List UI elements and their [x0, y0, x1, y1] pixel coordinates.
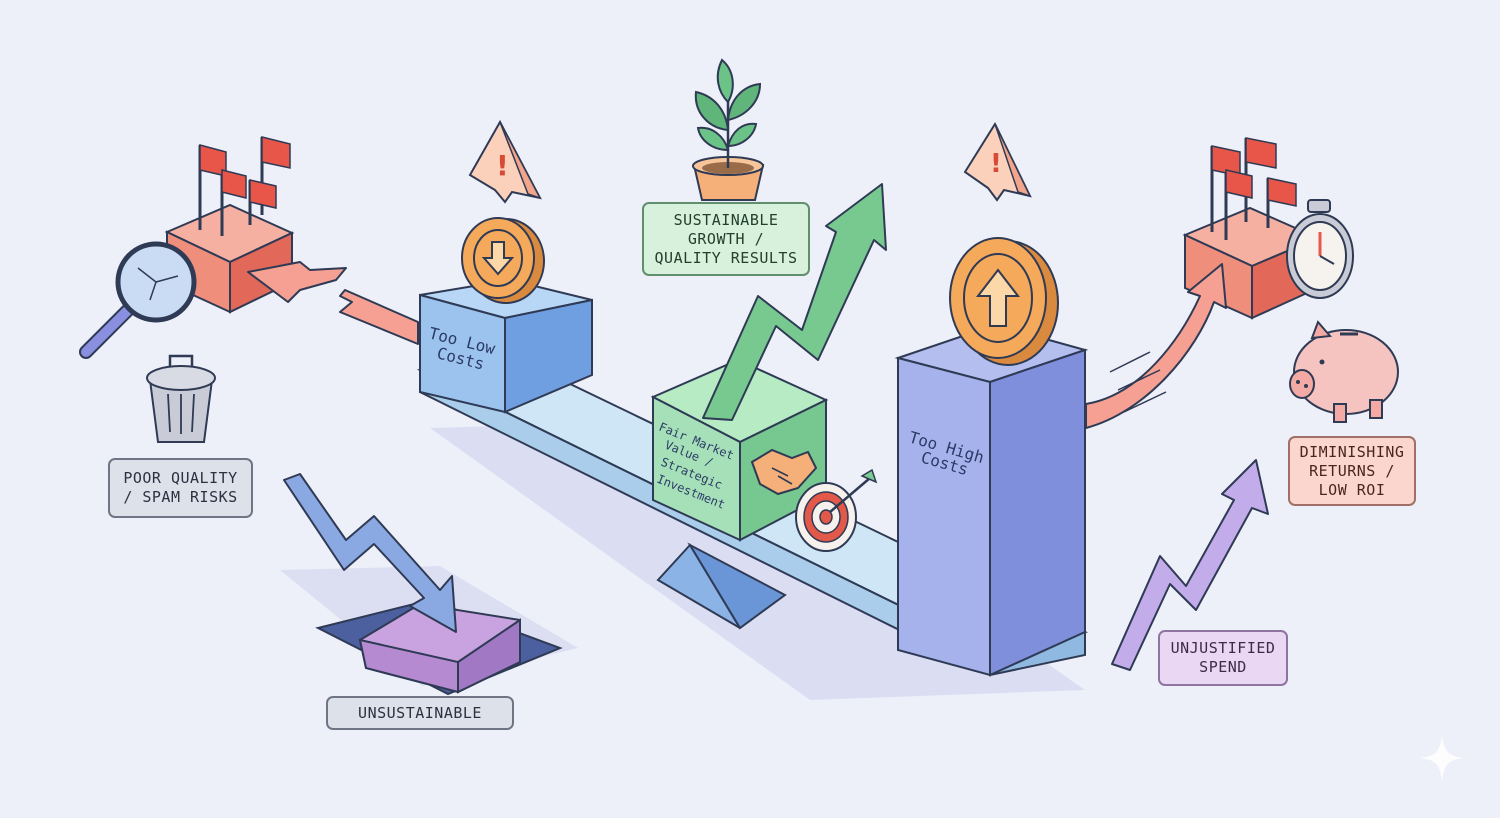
poor-quality-label: POOR QUALITY / SPAM RISKS	[108, 458, 253, 518]
svg-text:!: !	[990, 149, 1002, 179]
target-icon	[795, 468, 878, 552]
fair-market-block: Fair Market Value / Strategic Investment	[650, 358, 829, 542]
decline-arrow	[283, 473, 457, 633]
flag-icon	[1267, 177, 1297, 207]
trash-icon	[146, 354, 216, 443]
plant-icon	[692, 58, 765, 201]
spend-arrow	[1111, 459, 1269, 671]
coin-down-icon	[461, 217, 545, 304]
handshake-icon	[750, 448, 818, 496]
sustainable-growth-label: SUSTAINABLE GROWTH / QUALITY RESULTS	[642, 202, 810, 276]
broken-arrow-left	[247, 261, 419, 345]
flag-icon	[221, 169, 247, 199]
sparkle-icon	[1420, 734, 1464, 782]
piggy-bank-icon	[1289, 320, 1399, 423]
stopwatch-icon	[1286, 199, 1354, 299]
fulcrum	[656, 542, 787, 630]
magnifier-icon	[79, 241, 197, 359]
too-high-block: Too High Costs	[894, 323, 1089, 677]
poor-quality-text: POOR QUALITY / SPAM RISKS	[123, 469, 238, 506]
coin-up-icon	[949, 237, 1059, 366]
unsustainable-label: UNSUSTAINABLE	[326, 696, 514, 730]
growth-arrow	[702, 183, 887, 421]
svg-text:!: !	[496, 149, 509, 182]
unsustainable-text: UNSUSTAINABLE	[358, 703, 482, 722]
sustainable-growth-text: SUSTAINABLE GROWTH / QUALITY RESULTS	[654, 210, 798, 267]
warning-icon: !	[963, 121, 1032, 202]
diminishing-returns-label: DIMINISHING RETURNS / LOW ROI	[1288, 436, 1416, 506]
pit	[280, 566, 578, 696]
unjustified-spend-label: UNJUSTIFIED SPEND	[1158, 630, 1288, 686]
rising-red-arrow	[1085, 263, 1227, 429]
flag-icon	[1225, 169, 1253, 199]
flag-icon	[249, 179, 277, 209]
flag-icon	[1245, 137, 1277, 169]
warning-icon: !	[468, 119, 542, 204]
unjustified-spend-text: UNJUSTIFIED SPEND	[1170, 639, 1276, 676]
flag-icon	[261, 136, 291, 169]
diminishing-returns-text: DIMINISHING RETURNS / LOW ROI	[1299, 442, 1405, 499]
